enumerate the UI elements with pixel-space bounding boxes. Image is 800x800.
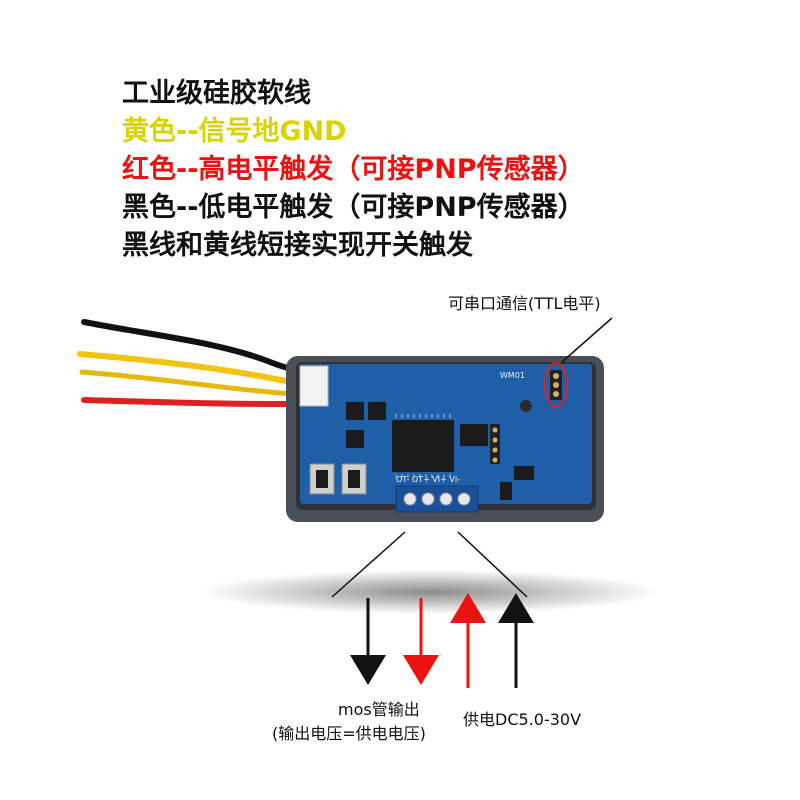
main-chip xyxy=(392,420,454,472)
mos-output-note: (输出电压=供电电压) xyxy=(272,724,426,743)
ttl-pointer-line xyxy=(561,317,613,363)
ttl-header xyxy=(550,370,562,400)
board-model-label: WM01 xyxy=(500,371,525,380)
output-pointer-line xyxy=(331,531,406,598)
pcb-component-right xyxy=(500,482,512,500)
mosfet-2 xyxy=(368,402,386,420)
wire-connector xyxy=(299,365,329,407)
wire-bundle xyxy=(77,319,323,407)
mosfet-1 xyxy=(346,402,364,420)
wire-red xyxy=(81,397,323,407)
ttl-highlight-circle xyxy=(544,362,568,408)
terminal-screws xyxy=(403,492,471,506)
heading-yellow-gnd: 黄色--信号地GND xyxy=(122,116,347,147)
power-supply-label: 供电DC5.0-30V xyxy=(463,710,582,729)
mos-output-label: mos管输出 xyxy=(338,700,420,719)
secondary-chip xyxy=(460,424,488,446)
power-pointer-line xyxy=(457,531,528,598)
pin-header-mid xyxy=(490,424,500,464)
mosfet-3 xyxy=(346,430,364,448)
heading-black-low-trigger: 黑色--低电平触发（可接PNP传感器） xyxy=(122,192,585,223)
pcb-component-round xyxy=(520,400,532,412)
heading-short-trigger: 黑线和黄线短接实现开关触发 xyxy=(122,230,473,261)
heading-silicone-wire: 工业级硅胶软线 xyxy=(122,78,311,109)
pcb-component-small xyxy=(514,466,534,480)
board-shadow xyxy=(200,570,660,614)
ttl-serial-label: 可串口通信(TTL电平) xyxy=(448,294,601,313)
terminal-labels: OT- OT+ VI+ VI- xyxy=(396,475,460,484)
heading-red-high-trigger: 红色--高电平触发（可接PNP传感器） xyxy=(122,154,585,185)
